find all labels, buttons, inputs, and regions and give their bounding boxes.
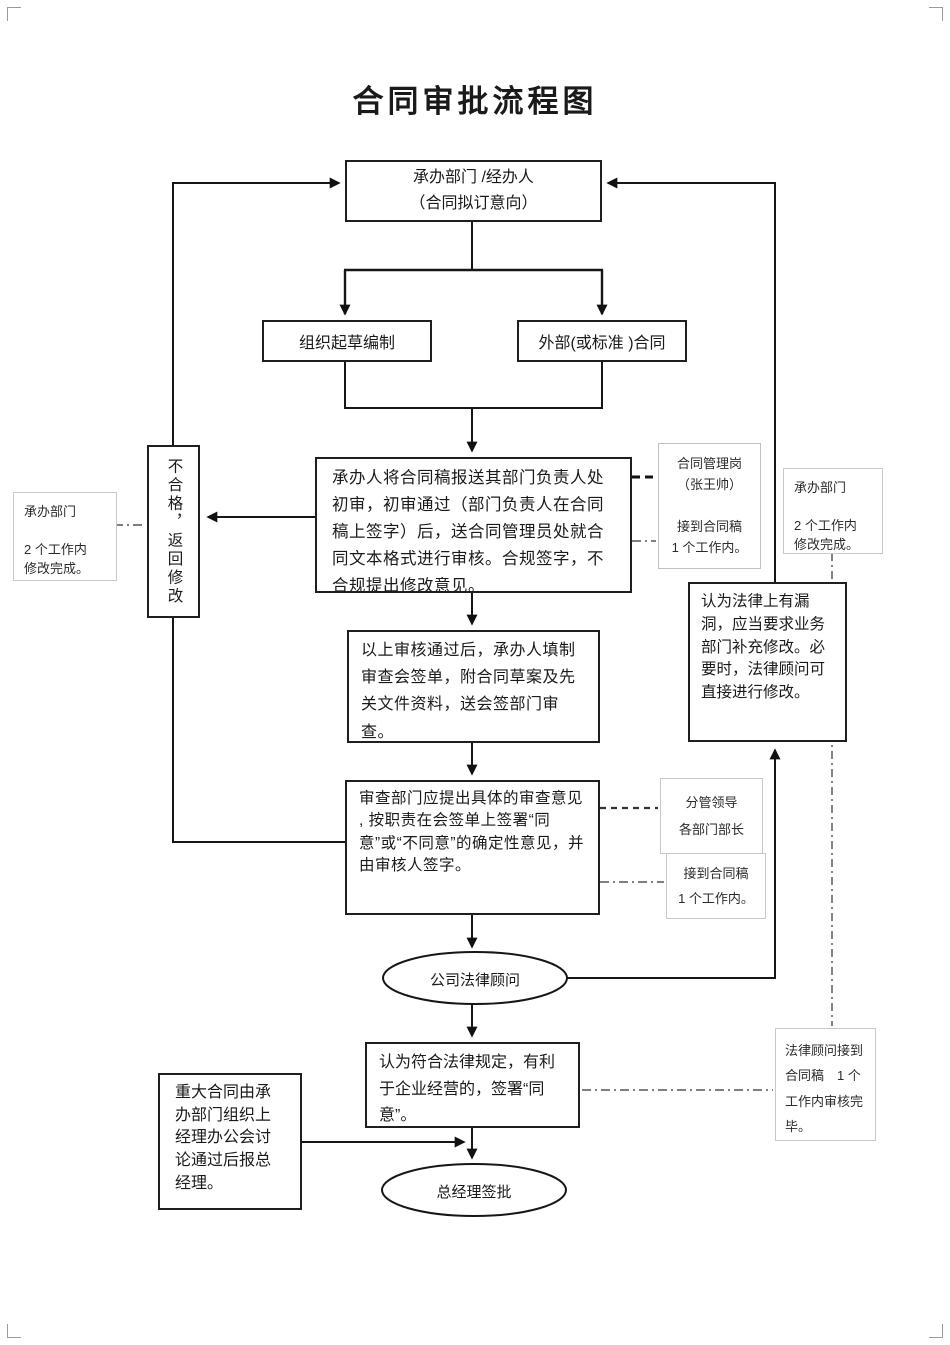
node-major-contract: 重大合同由承办部门组织上经理办公会讨论通过后报总经理。 [158,1073,302,1210]
note-leaders-receive: 接到合同稿 1 个工作内。 [666,853,766,919]
note-dept-right: 承办部门 2 个工作内 修改完成。 [783,468,883,554]
connector-flaw-to-start [606,177,776,582]
node-reject-return: 不合格，返回修改 [147,445,200,618]
label-legal-counsel: 公司法律顾问 [429,971,520,989]
note-contract-manager: 合同管理岗 （张王帅） 接到合同稿 1 个工作内。 [658,443,761,569]
note-legal-done: 法律顾问接到合同稿 1 个工作内审核完毕。 [775,1028,876,1141]
label-gm-sign: 总经理签批 [436,1183,512,1201]
page-title: 合同审批流程图 [352,84,598,119]
node-legal-flaw: 认为法律上有漏洞，应当要求业务部门补充修改。必要时，法律顾问可直接进行修改。 [688,582,847,742]
connector-reject-to-start [172,177,341,445]
connector-examine-to-reject [172,618,345,843]
connector-counsel-to-flaw [567,748,781,979]
note-leaders: 分管领导 各部门部长 [660,778,763,854]
node-countersign: 以上审核通过后，承办人填制审查会签单，附合同草案及先关文件资料，送会签部门审查。 [347,630,600,743]
note-dept-left: 承办部门 2 个工作内 修改完成。 [13,492,117,581]
node-draft-contract: 组织起草编制 [262,320,432,362]
page-corner-mark [7,1324,21,1338]
ellipse-gm-sign [381,1163,567,1217]
ellipse-legal-counsel [382,951,568,1005]
node-external-contract: 外部(或标准 )合同 [517,320,687,362]
node-legal-agree: 认为符合法律规定，有利于企业经营的，签署“同意”。 [365,1042,580,1128]
page-corner-mark [929,7,943,21]
page-corner-mark [7,7,21,21]
node-examine-opinion: 审查部门应提出具体的审查意见 , 按职责在会签单上签署“同意”或“不同意”的确定… [345,780,600,915]
node-start-department: 承办部门 /经办人 （合同拟订意向） [345,160,602,222]
page-corner-mark [929,1324,943,1338]
node-initial-review: 承办人将合同稿报送其部门负责人处初审，初审通过（部门负责人在合同稿上签字）后，送… [315,457,632,595]
